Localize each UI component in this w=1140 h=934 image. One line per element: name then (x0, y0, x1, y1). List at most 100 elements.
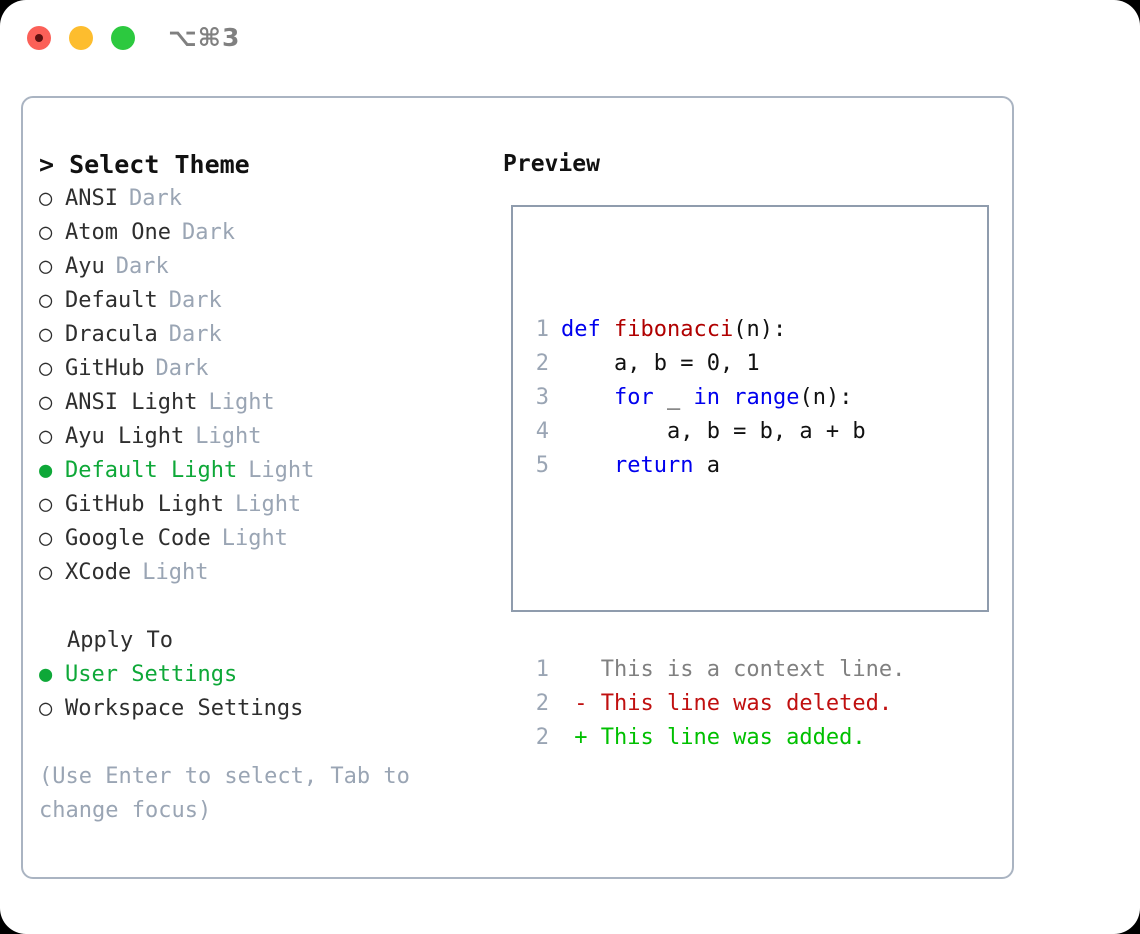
radio-unselected-icon: ○ (39, 526, 53, 551)
theme-name: Google Code (65, 526, 211, 551)
theme-name: Dracula (65, 322, 158, 347)
code-token-txt: a, b = 0, 1 (561, 351, 760, 376)
code-token-kw: range (733, 385, 800, 410)
theme-item-default-light[interactable]: ● Default Light Light (39, 454, 489, 488)
code-line-content: a, b = b, a + b (561, 415, 866, 449)
diff-line-content: + This line was added. (561, 725, 866, 750)
line-number: 2 (535, 725, 549, 750)
theme-variant-tag: Dark (155, 356, 209, 381)
radio-unselected-icon: ○ (39, 492, 53, 517)
code-token-txt (561, 385, 614, 410)
line-number: 2 (535, 351, 549, 376)
apply-to-option-user-settings[interactable]: ●User Settings (39, 658, 489, 692)
diff-line-content: This is a context line. (561, 657, 906, 682)
radio-unselected-icon: ○ (39, 424, 53, 449)
code-line: 1 def fibonacci(n): (527, 313, 905, 347)
theme-variant-tag: Light (142, 560, 209, 585)
hint-spacer (39, 726, 489, 760)
traffic-lights (27, 26, 135, 50)
code-line-content: def fibonacci(n): (561, 313, 786, 347)
code-token-txt: (n): (733, 317, 787, 342)
theme-name: Atom One (65, 220, 171, 245)
apply-to-option-workspace-settings[interactable]: ○ Workspace Settings (39, 692, 489, 726)
select-theme-header: > Select Theme (39, 150, 250, 179)
title-bar: ⌥⌘3 (0, 0, 1140, 76)
code-line: 5 return a (527, 449, 905, 483)
code-line: 4 a, b = b, a + b (527, 415, 905, 449)
code-token-kw: def (561, 317, 614, 342)
code-token-txt (561, 453, 614, 478)
radio-unselected-icon: ○ (39, 560, 53, 585)
theme-name: Default Light (65, 458, 238, 483)
code-line: 2 a, b = 0, 1 (527, 347, 905, 381)
keyboard-shortcut-label: ⌥⌘3 (168, 23, 241, 52)
line-number: 5 (535, 453, 549, 478)
line-number: 4 (535, 419, 549, 444)
radio-unselected-icon: ○ (39, 220, 53, 245)
radio-unselected-icon: ○ (39, 186, 53, 211)
theme-name: GitHub (65, 356, 145, 381)
code-token-txt (720, 385, 733, 410)
theme-name: GitHub Light (65, 492, 224, 517)
theme-name: ANSI Light (65, 390, 198, 415)
radio-selected-icon: ● (39, 662, 53, 687)
line-number: 3 (535, 385, 549, 410)
theme-variant-tag: Dark (181, 220, 235, 245)
code-token-txt: _ (653, 385, 694, 410)
theme-item-ansi-light[interactable]: ○ ANSI Light Light (39, 386, 489, 420)
theme-item-dracula[interactable]: ○ Dracula Dark (39, 318, 489, 352)
radio-unselected-icon: ○ (39, 322, 53, 347)
theme-variant-tag: Dark (168, 322, 222, 347)
theme-variant-tag: Dark (128, 186, 182, 211)
apply-to-header: Apply To (67, 628, 173, 653)
list-spacer (39, 590, 489, 624)
theme-name: Default (65, 288, 158, 313)
apply-to-label: Workspace Settings (65, 696, 304, 721)
code-token-txt: a (693, 453, 720, 478)
close-button[interactable] (27, 26, 51, 50)
line-number: 2 (535, 691, 549, 716)
minimize-button[interactable] (69, 26, 93, 50)
code-token-kw: for (613, 385, 654, 410)
theme-name: Ayu (65, 254, 105, 279)
theme-variant-tag: Light (208, 390, 275, 415)
radio-unselected-icon: ○ (39, 288, 53, 313)
theme-item-atom-one[interactable]: ○ Atom One Dark (39, 216, 489, 250)
radio-unselected-icon: ○ (39, 696, 53, 721)
code-line: 3 for _ in range(n): (527, 381, 905, 415)
theme-name: ANSI (65, 186, 118, 211)
diff-line-add: 2 + This line was added. (527, 721, 905, 755)
code-line-content: a, b = 0, 1 (561, 347, 760, 381)
line-number: 1 (535, 657, 549, 682)
code-diff-separator (527, 551, 905, 585)
diff-line-del: 2 - This line was deleted. (527, 687, 905, 721)
apply-to-list[interactable]: ●User Settings ○ Workspace Settings (39, 658, 489, 726)
maximize-button[interactable] (111, 26, 135, 50)
code-token-txt: (n): (799, 385, 853, 410)
radio-unselected-icon: ○ (39, 356, 53, 381)
radio-unselected-icon: ○ (39, 390, 53, 415)
radio-unselected-icon: ○ (39, 254, 53, 279)
code-line-content: return a (561, 449, 720, 483)
theme-item-ansi[interactable]: ○ ANSI Dark (39, 182, 489, 216)
theme-item-github[interactable]: ○ GitHub Dark (39, 352, 489, 386)
radio-selected-icon: ● (39, 458, 53, 483)
theme-variant-tag: Light (195, 424, 262, 449)
code-token-kw: return (613, 453, 694, 478)
line-number: 1 (535, 317, 549, 342)
code-line-content: for _ in range(n): (561, 381, 852, 415)
theme-variant-tag: Light (248, 458, 315, 483)
diff-line-content: - This line was deleted. (561, 691, 893, 716)
